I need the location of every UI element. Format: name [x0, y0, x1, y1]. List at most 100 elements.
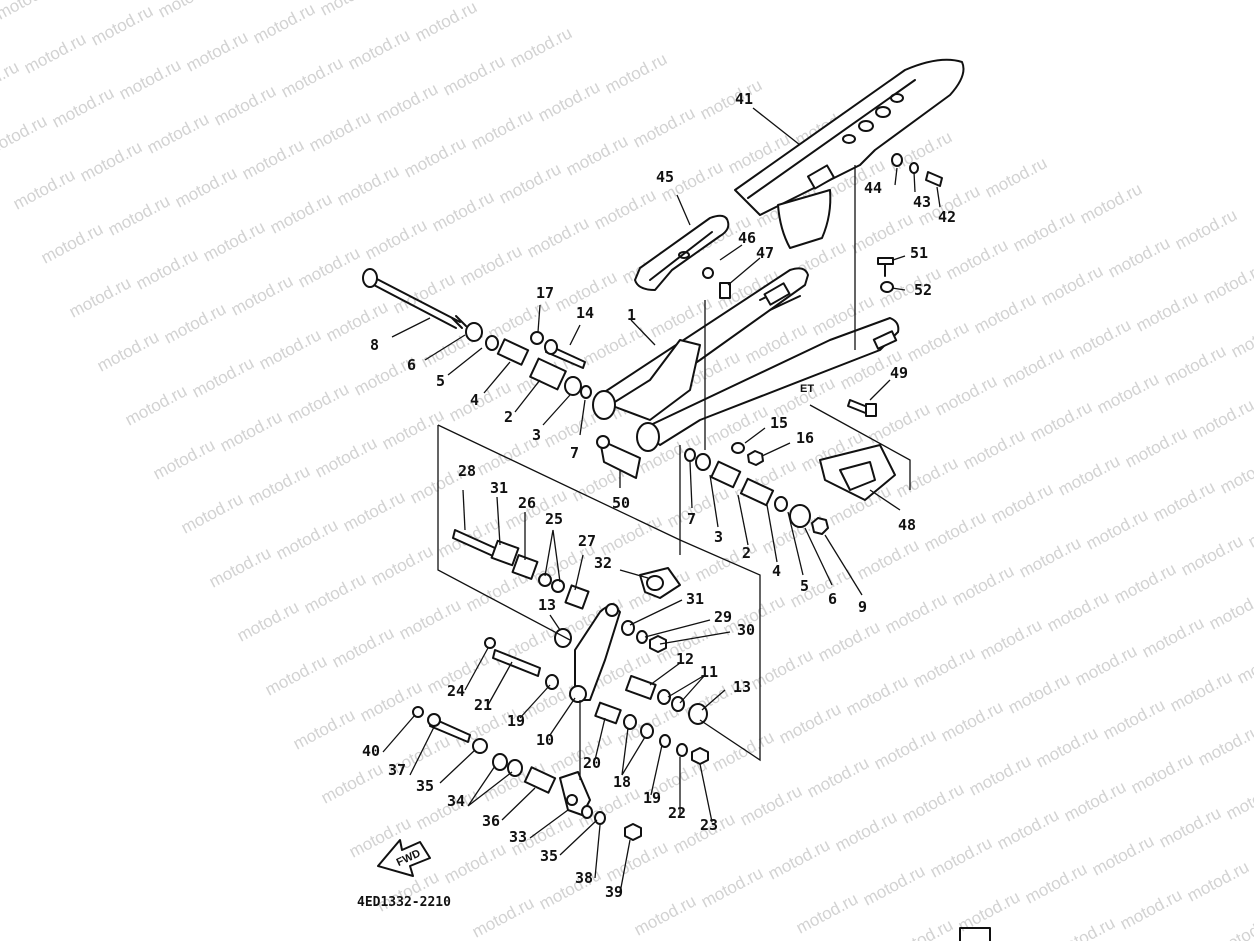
watermark-text: motod.ru: [1105, 233, 1173, 281]
watermark-text: motod.ru: [150, 435, 218, 483]
fwd-arrow: FWD: [377, 839, 431, 877]
callout-48: 48: [898, 516, 916, 534]
watermark-text: motod.ru: [1206, 585, 1254, 633]
callout-19: 19: [643, 789, 661, 807]
watermark-text: motod.ru: [38, 219, 106, 267]
watermark-text: motod.ru: [815, 617, 883, 665]
diagram-code: 4ED1332-2210: [357, 895, 451, 910]
watermark-text: motod.ru: [379, 405, 447, 453]
callout-39: 39: [605, 883, 623, 901]
watermark-text: motod.ru: [535, 77, 603, 125]
watermark-text: motod.ru: [362, 215, 430, 263]
watermark-text: motod.ru: [496, 159, 564, 207]
watermark-text: motod.ru: [888, 915, 956, 941]
watermark-text: motod.ru: [776, 699, 844, 747]
callout-45: 45: [656, 168, 674, 186]
watermark-text: motod.ru: [932, 371, 1000, 419]
leader-lines: [382, 107, 941, 894]
watermark-text: motod.ru: [429, 187, 497, 235]
watermark-text: motod.ru: [368, 541, 436, 589]
callout-16: 16: [796, 429, 814, 447]
watermark-text: motod.ru: [602, 49, 670, 97]
watermark-text: motod.ru: [1223, 775, 1254, 823]
callout-6: 6: [407, 356, 416, 374]
callout-49: 49: [890, 364, 908, 382]
svg-text:ЕТ: ЕТ: [800, 383, 814, 395]
watermark-text: motod.ru: [943, 235, 1011, 283]
watermark-text: motod.ru: [250, 0, 318, 48]
watermark-text: motod.ru: [267, 189, 335, 237]
watermark-text: motod.ru: [1072, 641, 1140, 689]
corner-frame: [959, 927, 991, 941]
watermark-text: motod.ru: [1022, 859, 1090, 907]
callout-52: 52: [914, 281, 932, 299]
watermark-text: motod.ru: [183, 27, 251, 75]
watermark-text: motod.ru: [94, 327, 162, 375]
watermark-text: motod.ru: [1195, 721, 1254, 769]
callout-5: 5: [800, 577, 809, 595]
callout-12: 12: [676, 650, 694, 668]
callout-4: 4: [470, 391, 479, 409]
watermark-text: motod.ru: [200, 217, 268, 265]
watermark-text: motod.ru: [854, 535, 922, 583]
watermark-text: motod.ru: [1111, 559, 1179, 607]
watermark-text: motod.ru: [1178, 531, 1246, 579]
callout-1: 1: [627, 306, 636, 324]
watermark-text: motod.ru: [1038, 261, 1106, 309]
callout-14: 14: [576, 304, 594, 322]
callout-38: 38: [575, 869, 593, 887]
callout-31: 31: [490, 479, 508, 497]
watermark-text: motod.ru: [949, 561, 1017, 609]
callout-5: 5: [436, 372, 445, 390]
chain-case-part: [734, 58, 965, 249]
callout-4: 4: [772, 562, 781, 580]
watermark-text: motod.ru: [1027, 397, 1095, 445]
watermark-text: motod.ru: [1133, 287, 1201, 335]
watermark-text: motod.ru: [256, 325, 324, 373]
watermark-text: motod.ru: [1245, 503, 1254, 551]
callout-47: 47: [756, 244, 774, 262]
watermark-text: motod.ru: [301, 569, 369, 617]
watermark-text: motod.ru: [524, 213, 592, 261]
watermark-text: motod.ru: [340, 487, 408, 535]
watermark-text: motod.ru: [262, 651, 330, 699]
callout-20: 20: [583, 754, 601, 772]
watermark-text: motod.ru: [1184, 857, 1252, 905]
watermark-text: motod.ru: [290, 705, 358, 753]
watermark-text: motod.ru: [1044, 587, 1112, 635]
watermark-text: motod.ru: [765, 835, 833, 883]
watermark-text: motod.ru: [630, 103, 698, 151]
callout-3: 3: [532, 426, 541, 444]
watermark-text: motod.ru: [1128, 749, 1196, 797]
watermark-text: motod.ru: [664, 483, 732, 531]
callout-41: 41: [735, 90, 753, 108]
callout-30: 30: [737, 621, 755, 639]
watermark-text: motod.ru: [105, 191, 173, 239]
watermark-text: motod.ru: [999, 343, 1067, 391]
watermark-text: motod.ru: [172, 163, 240, 211]
watermark-text: motod.ru: [144, 109, 212, 157]
callout-17: 17: [536, 284, 554, 302]
callout-50: 50: [612, 494, 630, 512]
watermark-text: motod.ru: [1150, 477, 1218, 525]
watermark-text: motod.ru: [977, 615, 1045, 663]
callout-23: 23: [700, 816, 718, 834]
watermark-text: motod.ru: [245, 461, 313, 509]
watermark-text: motod.ru: [1156, 803, 1224, 851]
watermark-text: motod.ru: [396, 595, 464, 643]
callout-9: 9: [858, 598, 867, 616]
callout-11: 11: [700, 663, 718, 681]
watermark-text: motod.ru: [960, 425, 1028, 473]
watermark-text: motod.ru: [357, 677, 425, 725]
watermark-text: motod.ru: [334, 161, 402, 209]
watermark-text: motod.ru: [329, 623, 397, 671]
watermark-text: motod.ru: [1161, 341, 1229, 389]
callout-13: 13: [538, 596, 556, 614]
watermark-text: motod.ru: [563, 131, 631, 179]
watermark-text: motod.ru: [0, 57, 22, 105]
watermark-text: motod.ru: [468, 105, 536, 153]
callout-8: 8: [370, 336, 379, 354]
assembly-boxes: [437, 165, 911, 780]
watermark-text: motod.ru: [312, 433, 380, 481]
